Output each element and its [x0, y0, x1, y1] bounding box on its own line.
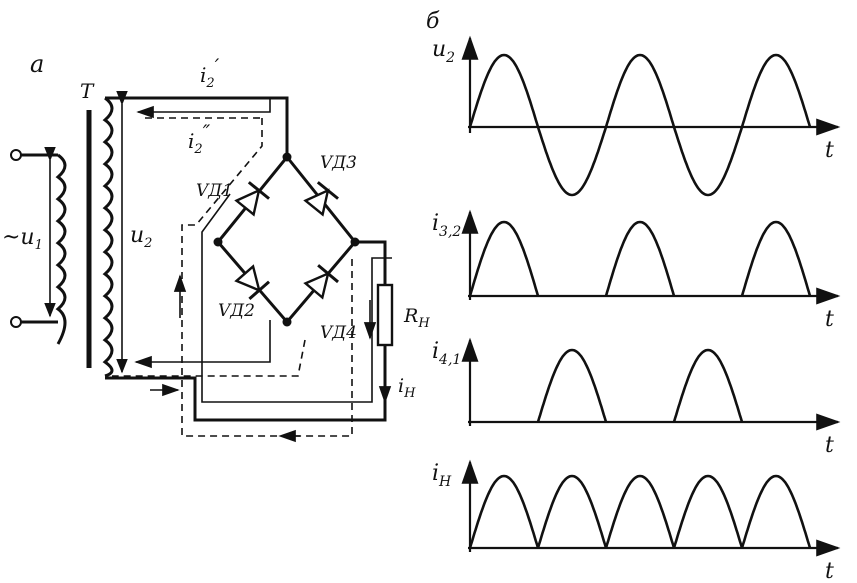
current-path-i2p-loop [201, 193, 392, 403]
u2-sine-curve [468, 53, 812, 197]
primary-winding [55, 153, 67, 345]
vd1-label: VД1 [196, 181, 233, 201]
load-resistor [376, 283, 394, 347]
half-wave-pulse [740, 474, 812, 549]
transformer-label: T [80, 79, 95, 103]
u1-label: ~u1 [2, 225, 43, 253]
primary-terminal-top [10, 149, 22, 161]
y-axis-label: u2 [432, 37, 455, 66]
diode-vd2 [234, 264, 271, 300]
y-axis-label: i4,1 [432, 339, 461, 368]
chart-u2: u2 t [432, 35, 841, 197]
i2-double-prime-label: i2″ [188, 120, 211, 157]
half-wave-pulse [672, 348, 744, 423]
wire-top [105, 96, 289, 157]
half-wave-pulse [536, 348, 608, 423]
u2-label: u2 [130, 223, 152, 251]
current-arrow-bottom [134, 320, 271, 369]
half-wave-pulse [536, 474, 608, 549]
current-path-i2pp-return [112, 339, 306, 377]
load-current-label: iН [398, 375, 416, 401]
panel-label-a: а [30, 50, 44, 78]
panel-label-b: б [426, 9, 440, 34]
chart-i41: i4,1 t [432, 337, 841, 458]
vd3-label: VД3 [320, 153, 357, 173]
node-right [350, 237, 360, 247]
x-axis-label: t [825, 559, 834, 583]
y-axis-label: iН [432, 461, 452, 490]
half-wave-pulse [672, 474, 744, 549]
diode-vd1 [234, 181, 270, 217]
bridge-rectifier-circuit: а ~u1 T u2 [2, 50, 430, 443]
chart-iload: iН t [432, 459, 841, 583]
half-wave-pulse [604, 220, 676, 297]
primary-terminal-bottom [10, 316, 22, 328]
x-axis-label: t [825, 307, 834, 332]
half-wave-pulse [468, 220, 540, 297]
x-axis-label: t [825, 433, 834, 458]
diode-bridge [216, 154, 357, 325]
current-path-i2p-top [136, 98, 271, 119]
node-top [282, 152, 292, 162]
secondary-winding [102, 96, 114, 378]
x-axis-label: t [825, 138, 834, 163]
chart-i32: i3,2 t [432, 209, 841, 332]
y-axis-label: i3,2 [432, 211, 461, 240]
node-left [213, 237, 223, 247]
current-path-i2pp-loop [181, 118, 353, 437]
vd4-label: VД4 [320, 323, 357, 343]
i2-prime-label: i2′ [200, 54, 220, 91]
waveform-panel: б u2 t i3,2 t i4,1 t iН t [426, 9, 841, 583]
diode-vd3 [303, 181, 339, 217]
half-wave-pulse [740, 220, 812, 297]
half-wave-pulse [604, 474, 676, 549]
diode-vd4 [303, 264, 339, 300]
vd2-label: VД2 [218, 301, 255, 321]
node-bottom [282, 317, 292, 327]
load-label: RН [403, 305, 430, 331]
half-wave-pulse [468, 474, 540, 549]
